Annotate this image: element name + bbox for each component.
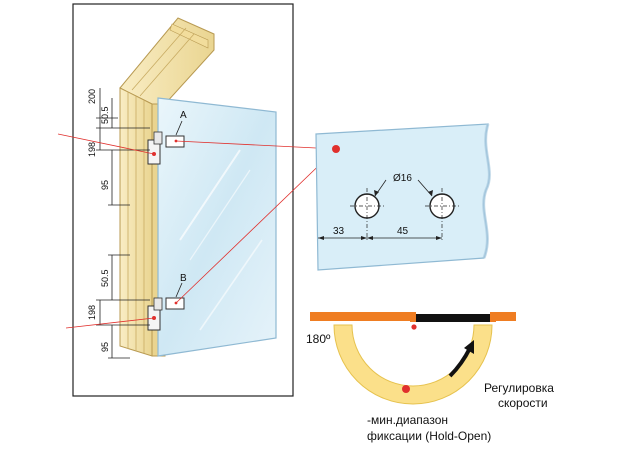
hold-open-diagram: 180º Регулировка скорости -мин.диапазон …: [306, 312, 554, 443]
dim-top-200: 200: [87, 89, 97, 104]
red-guide-lines: [57, 133, 337, 329]
dim-top-198: 198: [87, 142, 97, 157]
hold-open-dot: [402, 385, 410, 393]
speed-arrow-icon: [464, 340, 474, 354]
door-leaf-left: [310, 312, 414, 321]
speed-label-line2: скорости: [498, 396, 548, 410]
reference-dot: [332, 145, 340, 153]
range-label-line2: фиксации (Hold-Open): [367, 429, 491, 443]
speed-label-line1: Регулировка: [484, 381, 554, 395]
dimension-labels-left: 200 50.5 198 95 50.5 198 95: [87, 89, 110, 352]
diameter-label: Ø16: [393, 173, 412, 184]
dim-bot-95: 95: [100, 342, 110, 352]
dim-top-95: 95: [100, 180, 110, 190]
dimension-lines-left: [96, 88, 150, 359]
dim-bot-198: 198: [87, 305, 97, 320]
dim-33: 33: [333, 226, 345, 237]
hinge-a-label: A: [180, 110, 187, 121]
speed-range-arc: [333, 324, 493, 405]
door-leaf-right: [494, 312, 516, 321]
hinge-b-label: B: [180, 273, 187, 284]
angle-label: 180º: [306, 332, 331, 346]
dim-top-50-5: 50.5: [100, 106, 110, 124]
glass-detail: Ø16 33 45: [315, 123, 491, 271]
range-label-line1: -мин.диапазон: [367, 413, 448, 427]
pivot-dot: [411, 324, 417, 330]
dim-bot-50-5: 50.5: [100, 269, 110, 287]
closer-arm: [414, 314, 490, 322]
dim-45: 45: [397, 226, 409, 237]
